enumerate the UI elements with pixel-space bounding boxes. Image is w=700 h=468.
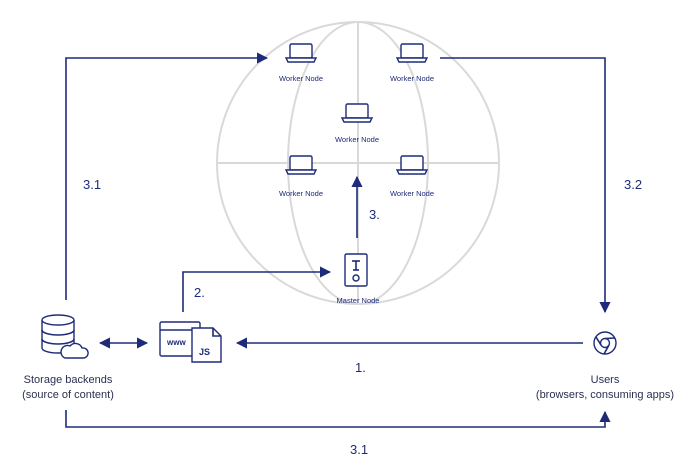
laptop-icon bbox=[395, 43, 429, 63]
web-bundle: www JS bbox=[159, 321, 222, 363]
js-label: JS bbox=[199, 347, 210, 357]
arrow-storage-to-users-bottom bbox=[65, 410, 611, 428]
users-label-line2: (browsers, consuming apps) bbox=[536, 389, 674, 401]
users bbox=[593, 331, 617, 355]
worker-node-label: Worker Node bbox=[335, 135, 379, 144]
step-label-3-1-bottom: 3.1 bbox=[350, 442, 368, 457]
server-icon bbox=[344, 253, 368, 287]
database-cloud-icon bbox=[41, 314, 89, 359]
worker-node-label: Worker Node bbox=[279, 74, 323, 83]
www-label: www bbox=[166, 338, 186, 347]
storage-label-line1: Storage backends bbox=[24, 374, 113, 386]
master-node-label: Master Node bbox=[337, 296, 380, 305]
arrow-storage-to-worker bbox=[65, 52, 269, 300]
storage-backends bbox=[41, 314, 89, 359]
step-label-3: 3. bbox=[369, 207, 380, 222]
master-node: Master Node bbox=[337, 253, 380, 305]
arrow-web-to-master bbox=[182, 266, 332, 312]
web-page-js-icon: www JS bbox=[159, 321, 222, 363]
worker-node-label: Worker Node bbox=[390, 189, 434, 198]
laptop-icon bbox=[395, 155, 429, 175]
worker-node-mid-right: Worker Node bbox=[390, 155, 434, 198]
worker-node-top-right: Worker Node bbox=[390, 43, 434, 83]
connectors bbox=[65, 52, 611, 428]
users-label-line1: Users bbox=[591, 374, 620, 386]
worker-node-label: Worker Node bbox=[390, 74, 434, 83]
worker-node-top-left: Worker Node bbox=[279, 43, 323, 83]
step-label-3-1-left: 3.1 bbox=[83, 177, 101, 192]
laptop-icon bbox=[284, 155, 318, 175]
worker-node-label: Worker Node bbox=[279, 189, 323, 198]
globe-graphic bbox=[216, 21, 500, 305]
worker-node-center: Worker Node bbox=[335, 103, 379, 144]
step-label-1: 1. bbox=[355, 360, 366, 375]
chrome-browser-icon bbox=[593, 331, 617, 355]
step-label-3-2: 3.2 bbox=[624, 177, 642, 192]
worker-node-mid-left: Worker Node bbox=[279, 155, 323, 198]
arrow-worker-to-users bbox=[440, 57, 611, 314]
laptop-icon bbox=[340, 103, 374, 123]
step-label-2: 2. bbox=[194, 285, 205, 300]
storage-label-line2: (source of content) bbox=[22, 389, 114, 401]
laptop-icon bbox=[284, 43, 318, 63]
